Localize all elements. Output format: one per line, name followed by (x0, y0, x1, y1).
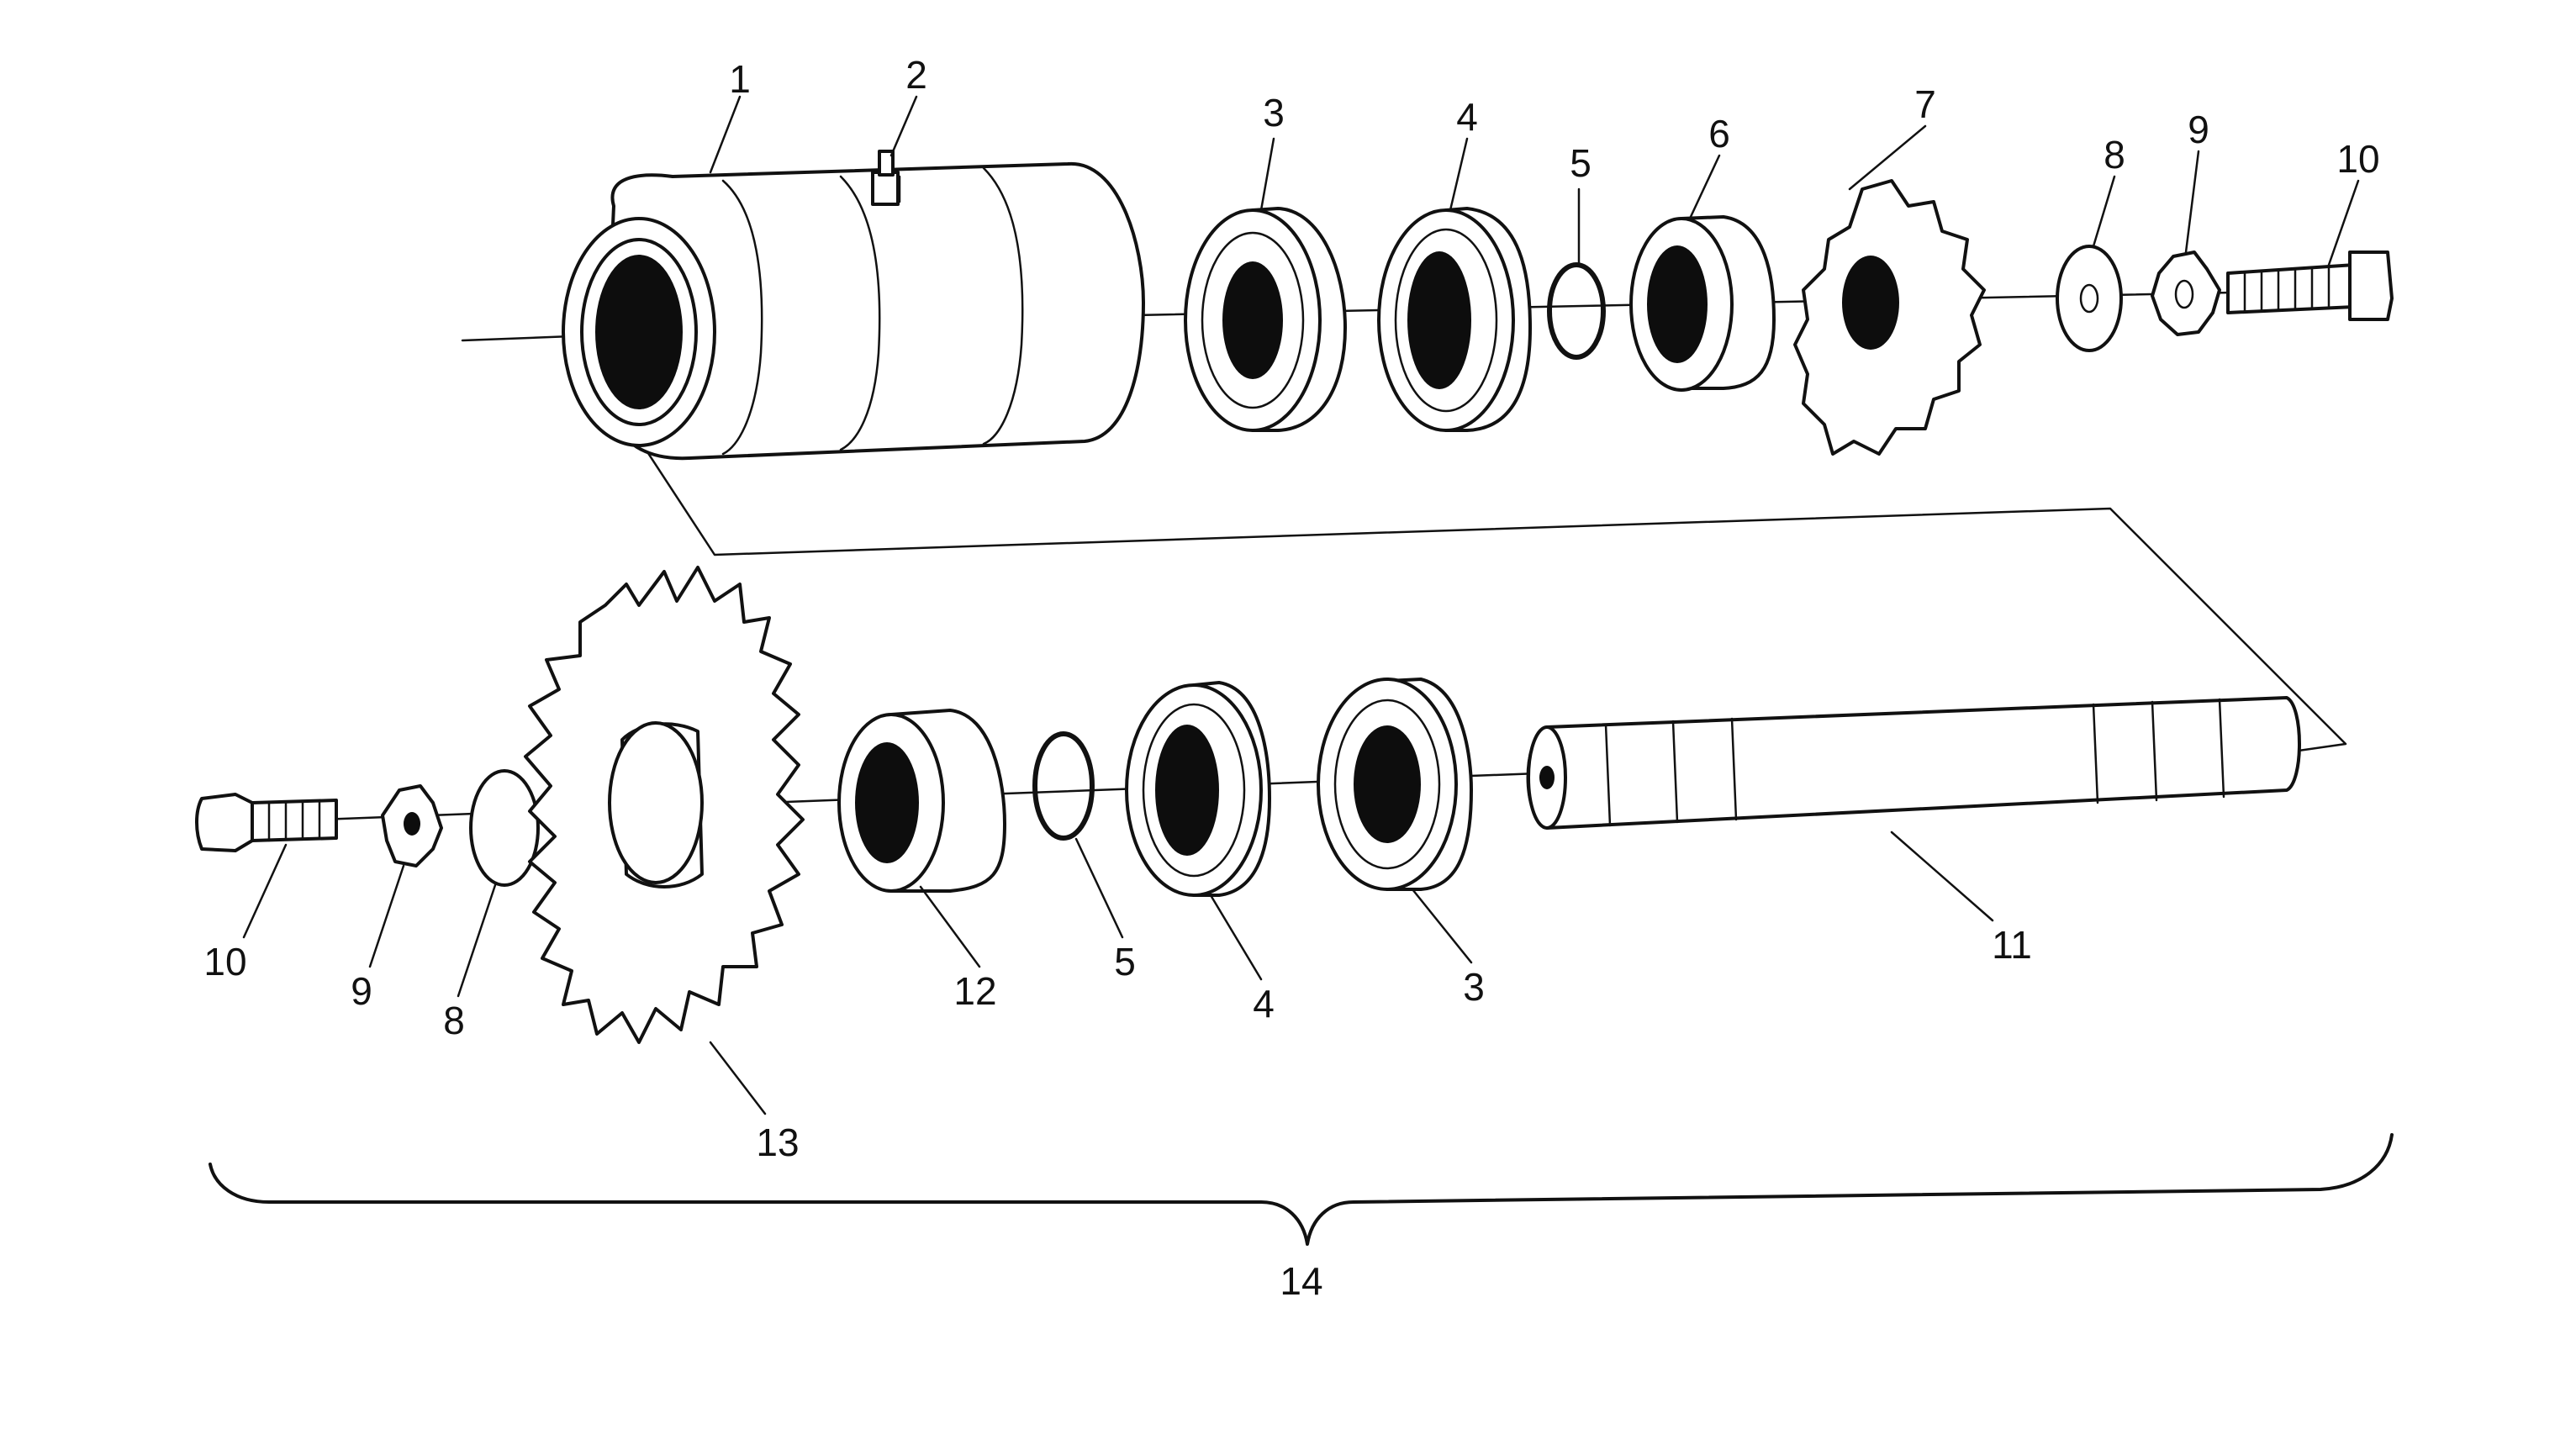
callout-3-bottom: 3 (1463, 965, 1485, 1009)
callout-11: 11 (1992, 923, 2032, 967)
callout-8: 8 (2104, 133, 2125, 177)
callout-4: 4 (1456, 95, 1478, 139)
part-5-o-ring-bottom (1032, 731, 1095, 841)
part-11-shaft (1526, 696, 2301, 830)
callout-3: 3 (1263, 91, 1285, 134)
assembly-bracket (209, 1133, 2394, 1246)
callout-10: 10 (2336, 137, 2379, 181)
callout-14: 14 (1280, 1259, 1322, 1303)
callout-labels: 1 2 3 4 5 6 7 8 9 10 10 9 8 13 12 5 4 3 … (203, 53, 2379, 1303)
part-13-large-sprocket (524, 566, 805, 1044)
callout-4-bottom: 4 (1253, 982, 1275, 1026)
part-4-seal-bottom (1125, 681, 1271, 897)
part-8-washer-top (2056, 245, 2123, 352)
part-9-lock-washer-top (2151, 250, 2221, 336)
part-3-bearing-top (1184, 207, 1347, 432)
callout-2: 2 (905, 53, 927, 97)
callout-1: 1 (729, 57, 751, 101)
part-8-washer-bottom (469, 769, 540, 887)
part-3-bearing-bottom (1317, 678, 1473, 891)
callout-5: 5 (1570, 141, 1592, 185)
callout-9-bottom: 9 (351, 969, 372, 1013)
part-7-small-sprocket (1793, 179, 1986, 456)
callout-10-bottom: 10 (203, 940, 246, 983)
leader-lines (242, 95, 2360, 1115)
part-2-grease-fitting (871, 150, 900, 206)
part-12-spacer-bottom (837, 709, 1006, 893)
callout-6: 6 (1708, 112, 1730, 156)
callout-8-bottom: 8 (443, 999, 465, 1042)
part-1-housing (562, 161, 1145, 461)
part-5-o-ring-top (1547, 262, 1606, 360)
callout-9: 9 (2188, 108, 2209, 151)
part-6-spacer (1629, 215, 1776, 392)
callout-5-bottom: 5 (1114, 940, 1136, 983)
callout-7: 7 (1914, 82, 1936, 126)
part-10-bolt-bottom (195, 793, 338, 852)
callout-13: 13 (756, 1121, 799, 1164)
callout-12: 12 (953, 969, 996, 1013)
part-9-lock-washer-bottom (381, 784, 443, 867)
part-10-bolt-top (2226, 250, 2394, 321)
part-4-seal-top (1377, 207, 1532, 432)
